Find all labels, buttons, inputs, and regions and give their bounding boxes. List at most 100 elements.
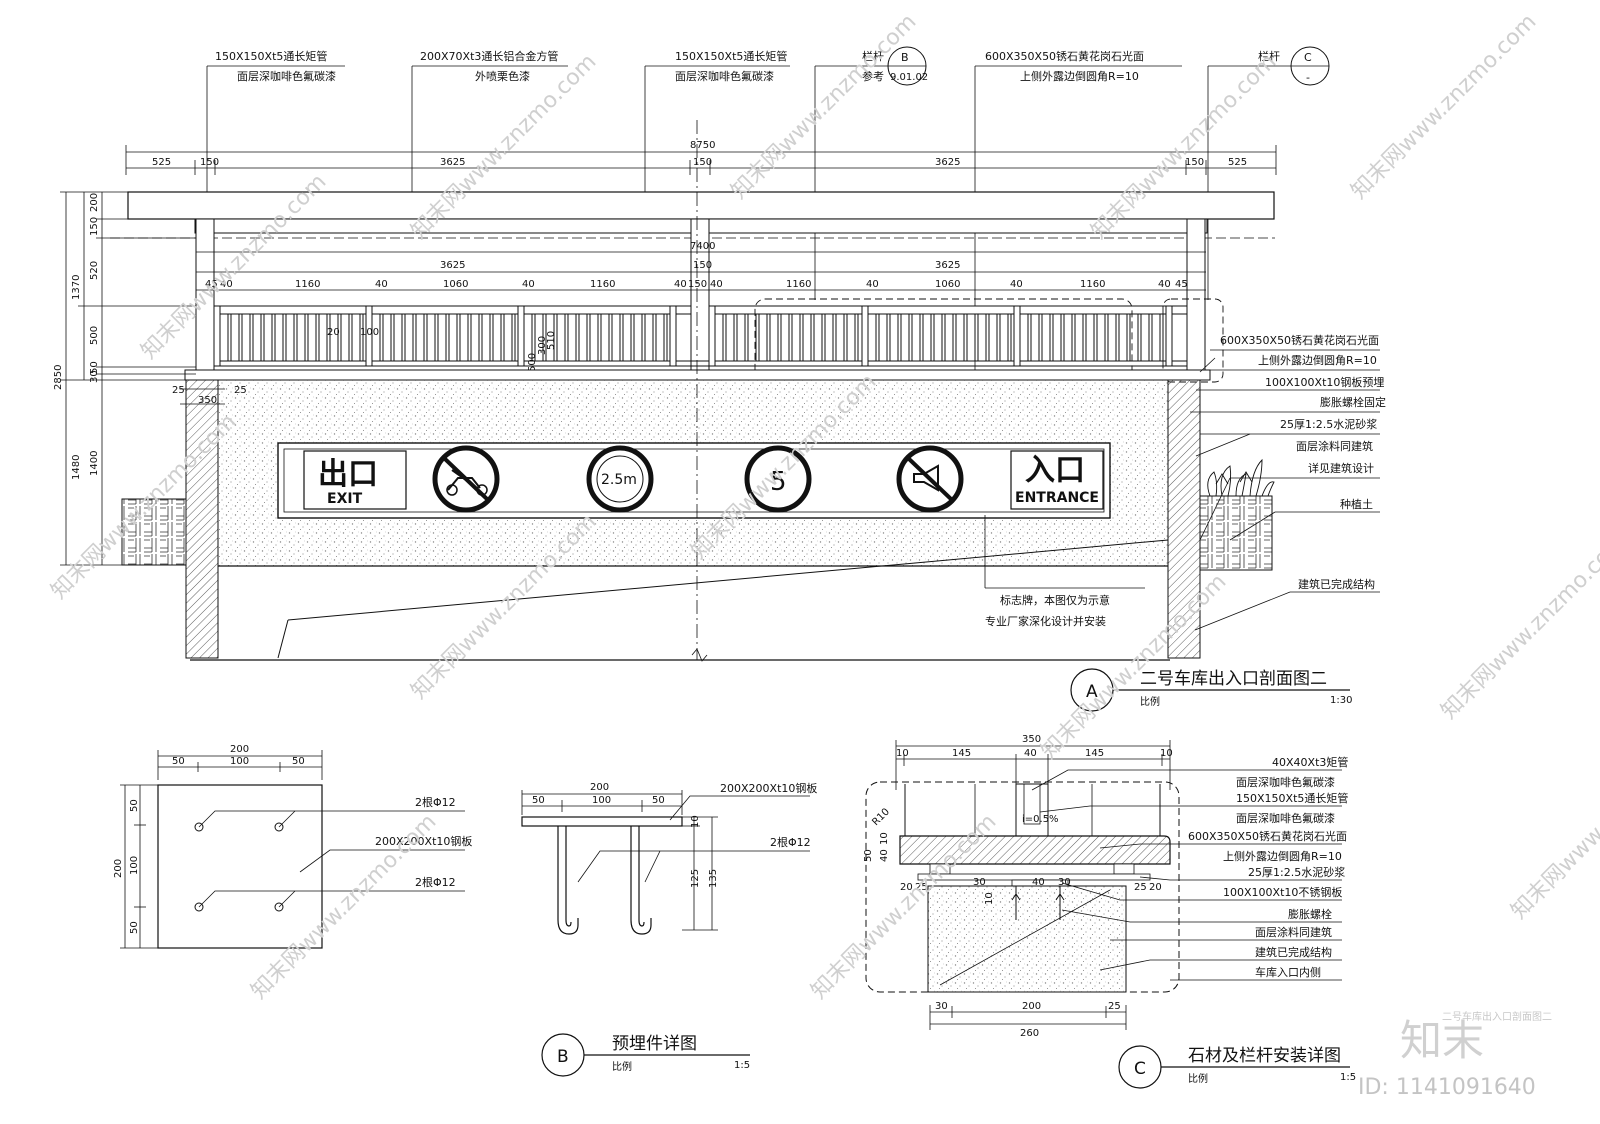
height-limit-text: 2.5m [601,472,637,488]
exit-sign [303,450,407,510]
embed-plate-plan [157,784,323,949]
b-elev-dim-labels: 200 50 100 50 10 125 135 [532,782,719,888]
svg-text:1160: 1160 [295,279,320,290]
exit-sign-cn: 出口 [318,457,378,492]
ramp-line [287,539,1169,621]
speed-limit-sign: 5 [744,445,812,513]
svg-text:100: 100 [360,327,379,338]
right-notes: 600X350X50锈石黄花岗石光面 上侧外露边倒圆角R=10 100X100X… [1220,333,1386,591]
svg-text:40: 40 [1024,748,1037,759]
svg-text:100: 100 [230,756,249,767]
title-a-text: 二号车库出入口剖面图二 [1140,669,1327,689]
watermark-id: ID: 1141091640 [1358,1075,1536,1100]
svg-text:10: 10 [896,748,909,759]
dim-top-labels: 525 150 3625 8750 150 3625 150 525 [152,140,1247,168]
svg-text:3625: 3625 [935,260,960,271]
svg-text:520: 520 [89,261,100,280]
svg-text:面层深咖啡色氟碳漆: 面层深咖啡色氟碳漆 [1236,775,1335,789]
rail-post [861,305,869,367]
ref-bubble-c-sheet: - [1306,71,1310,84]
svg-text:100X100Xt10不锈钢板: 100X100Xt10不锈钢板 [1223,885,1342,899]
svg-text:1160: 1160 [590,279,615,290]
svg-text:20: 20 [900,882,913,893]
title-c-scale: 1:5 [1340,1072,1356,1083]
note-railing-b-ref: 参考 [862,69,884,83]
note-alum-line2: 外喷栗色漆 [475,69,530,83]
speed-limit-text: 5 [770,467,787,497]
note-tube2-line1: 150X150Xt5通长矩管 [675,49,787,63]
title-a-scale: 1:30 [1330,695,1352,706]
watermark-site-text: 知末网www.znzmo.com [727,9,922,204]
ref-bubble-b-sheet: 9.01.02 [890,72,928,83]
svg-text:100: 100 [592,795,611,806]
svg-text:25: 25 [172,385,185,396]
svg-text:500: 500 [527,353,538,372]
svg-text:3625: 3625 [440,260,465,271]
b-plan-notes: 2根Φ12 200X200Xt10钢板 2根Φ12 [375,795,472,889]
dim-inner-rail: 20 100 500 300 510 [327,327,557,372]
svg-text:600X350X50锈石黄花岗石光面: 600X350X50锈石黄花岗石光面 [1188,829,1347,843]
title-c: C 石材及栏杆安装详图 比例 1:5 [1118,1045,1356,1089]
b-elev-leaders [577,795,810,883]
svg-text:30: 30 [1058,877,1071,888]
svg-text:50: 50 [172,756,185,767]
dim-rail-labels: 45 40 1160 40 1060 40 1160 40 150 40 116… [205,279,1188,290]
svg-text:600X350X50锈石黄花岗石光面: 600X350X50锈石黄花岗石光面 [1220,333,1379,347]
c-bolts [1011,886,1065,920]
svg-text:25: 25 [1108,1001,1121,1012]
title-b-letter: B [557,1047,569,1067]
watermark-stamp: 二号车库出入口剖面图二 [1442,1010,1552,1023]
no-motorbike-icon [432,445,500,513]
svg-text:2根Φ12: 2根Φ12 [415,875,456,889]
svg-text:种植土: 种植土 [1340,497,1373,511]
sign-note-2: 专业厂家深化设计并安装 [985,614,1106,628]
svg-text:25厚1:2.5水泥砂浆: 25厚1:2.5水泥砂浆 [1248,865,1345,879]
note-tube1-line1: 150X150Xt5通长矩管 [215,49,327,63]
c-structure [927,885,1127,993]
c-dim-bottom-labels: 30 200 25 260 [935,1001,1121,1039]
svg-text:10: 10 [984,892,995,905]
c-tube [1015,783,1049,837]
svg-text:500: 500 [89,326,100,345]
svg-text:125: 125 [690,869,701,888]
entrance-sign-en: ENTRANCE [1015,490,1099,506]
svg-text:50: 50 [129,921,140,934]
plant-icon [1207,458,1275,497]
watermark-logo: 知末 [1400,1016,1484,1065]
b-plan-leaders [198,810,465,908]
svg-text:R10: R10 [870,806,892,828]
title-b-scale-label: 比例 [612,1060,632,1073]
anchor-bars [557,826,652,935]
svg-text:45: 45 [1175,279,1188,290]
svg-text:100: 100 [129,856,140,875]
svg-text:40: 40 [375,279,388,290]
rail-post [708,305,716,367]
svg-text:25厚1:2.5水泥砂浆: 25厚1:2.5水泥砂浆 [1280,417,1377,431]
height-limit-sign: 2.5m [586,445,654,513]
svg-text:40: 40 [866,279,879,290]
svg-text:1060: 1060 [443,279,468,290]
title-a-scale-label: 比例 [1140,695,1160,708]
dim-left-labels: 200 150 520 1370 500 50 30 2850 1480 140… [53,193,100,480]
svg-text:40: 40 [879,849,890,862]
svg-text:膨胀螺栓固定: 膨胀螺栓固定 [1320,395,1386,409]
svg-text:145: 145 [1085,748,1104,759]
c-dims-top [895,740,1171,790]
svg-text:150: 150 [688,279,707,290]
svg-text:8750: 8750 [690,140,715,151]
svg-text:50: 50 [292,756,305,767]
watermark-site-text: 知末网www.znzmo.com [1437,529,1600,724]
svg-text:10: 10 [879,832,890,845]
svg-text:上侧外露边倒圆角R=10: 上侧外露边倒圆角R=10 [1258,354,1377,367]
svg-text:350: 350 [1022,734,1041,745]
svg-text:3625: 3625 [440,157,465,168]
svg-text:上侧外露边倒圆角R=10: 上侧外露边倒圆角R=10 [1223,850,1342,863]
svg-text:300: 300 [537,336,548,355]
b-plan-dims [120,750,323,949]
svg-text:1480: 1480 [71,455,82,480]
dim-chain-left [60,191,196,566]
title-c-text: 石材及栏杆安装详图 [1188,1046,1341,1066]
c-dim-top-labels: 350 10 145 40 145 10 [896,734,1173,759]
c-stone-slab [899,835,1171,865]
svg-text:40: 40 [1010,279,1023,290]
